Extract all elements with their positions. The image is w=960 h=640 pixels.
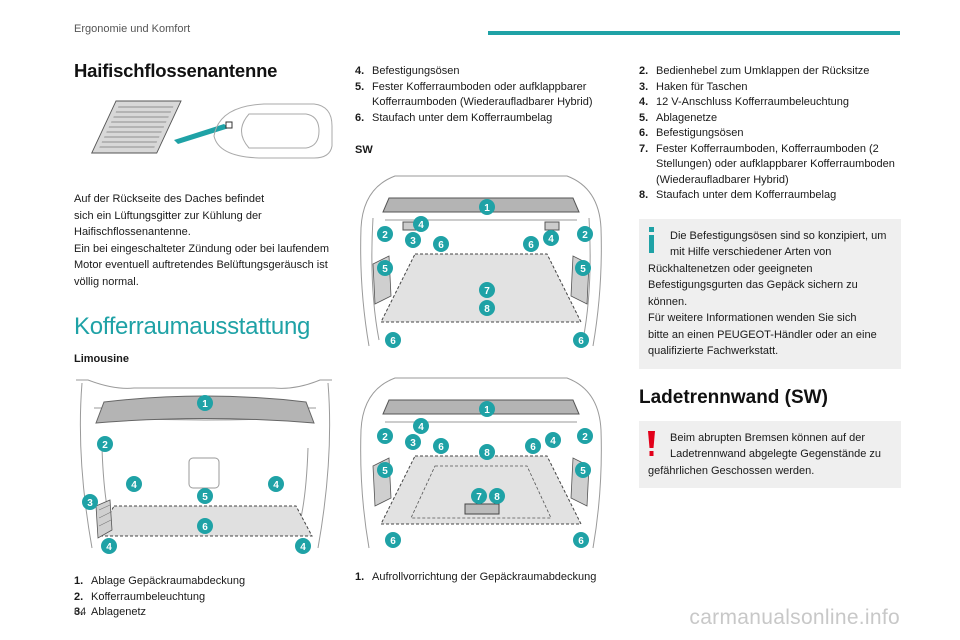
callout-label: 5	[580, 264, 586, 275]
callout-label: 2	[382, 230, 388, 241]
callout-label: 3	[410, 438, 416, 449]
subheading-sw: SW	[355, 144, 373, 156]
title-antenna: Haifischflossenantenne	[74, 60, 278, 81]
callout-label: 5	[580, 466, 586, 477]
callout-label: 6	[438, 240, 444, 251]
title-trunk-equipment: Kofferraumausstattung	[74, 313, 311, 340]
antenna-para-line: Motor eventuell auftretendes Belüftungsg…	[74, 259, 328, 271]
callout-label: 6	[390, 336, 396, 347]
title-load-divider: Ladetrennwand (SW)	[639, 386, 828, 408]
callout-label: 2	[582, 230, 588, 241]
warning-note: Beim abrupten Bremsen können auf der Lad…	[639, 420, 901, 488]
list-item: 1.Ablage Gepäckraumabdeckung	[74, 575, 246, 587]
antenna-para-line: sich ein Lüftungsgitter zur Kühlung der	[74, 209, 262, 222]
column-1: Haifischflossenantenne Auf der Rückseite…	[74, 60, 336, 621]
callout-label: 4	[550, 436, 556, 447]
limousine-trunk-illustration: 1 2 3 4 4 5 6 4 4	[76, 379, 332, 554]
info-line: Die Befestigungsösen sind so konzipiert,…	[670, 229, 887, 242]
antenna-para-line: völlig normal.	[74, 275, 139, 288]
info-line: Für weitere Informationen wenden Sie sic…	[648, 312, 857, 324]
callout-label: 6	[530, 442, 536, 453]
info-line: bitte an einen PEUGEOT-Händler oder an e…	[648, 328, 877, 341]
info-line: Befestigungsgurten das Gepäck sichern zu	[648, 279, 858, 291]
callout-label: 4	[131, 480, 137, 491]
callout-label: 6	[578, 536, 584, 547]
subheading-limousine: Limousine	[74, 353, 130, 365]
list-item: 6.Staufach unter dem Kofferraumbelag	[355, 111, 553, 124]
warning-line: gefährlichen Geschossen werden.	[648, 464, 815, 477]
callout-label: 5	[382, 466, 388, 477]
list-item: 2.Kofferraumbeleuchtung	[74, 590, 206, 603]
callout-label: 1	[484, 203, 490, 214]
callout-label: 2	[582, 432, 588, 443]
page-number: 64	[74, 606, 87, 618]
list-item: 5.Ablagenetze	[639, 111, 718, 124]
callout-label: 2	[102, 440, 108, 451]
callout-label: 4	[418, 220, 424, 231]
info-note: Die Befestigungsösen sind so konzipiert,…	[639, 218, 901, 369]
callout-label: 1	[484, 405, 490, 416]
list-item: 4.Befestigungsösen	[355, 65, 460, 77]
callout-label: 6	[438, 442, 444, 453]
column-2: 4.Befestigungsösen 5.Fester Kofferraumbo…	[355, 64, 617, 586]
info-line: Rückhaltenetzen oder geeigneten	[648, 262, 813, 275]
callout-label: 5	[382, 264, 388, 275]
antenna-illustration	[91, 100, 333, 159]
sw-legend: 1.Aufrollvorrichtung der Gepäckraumabdec…	[355, 570, 617, 586]
watermark: carmanualsonline.info	[689, 606, 900, 629]
callout-label: 8	[484, 304, 490, 315]
callout-label: 4	[548, 234, 554, 245]
info-line: mit Hilfe verschiedener Arten von	[670, 246, 832, 258]
header-accent-bar	[488, 31, 900, 35]
callout-label: 3	[410, 236, 416, 247]
warning-line: Beim abrupten Bremsen können auf der	[670, 431, 866, 444]
list-item: 3.Haken für Taschen	[639, 80, 748, 93]
limousine-legend: 1.Ablage Gepäckraumabdeckung 2.Kofferrau…	[74, 574, 336, 621]
column-3: 2.Bedienhebel zum Umklappen der Rücksitz…	[639, 64, 901, 488]
callout-label: 5	[202, 492, 208, 503]
warning-line: Ladetrennwand abgelegte Gegenstände zu	[670, 448, 882, 460]
list-item: 1.Aufrollvorrichtung der Gepäckraumabdec…	[355, 571, 597, 583]
callout-label: 6	[202, 522, 208, 533]
callout-label: 7	[484, 286, 490, 297]
callout-label: 4	[418, 422, 424, 433]
antenna-para-line: Haifischflossenantenne.	[74, 226, 191, 238]
section-header: Ergonomie und Komfort	[74, 23, 191, 35]
info-line: qualifizierte Fachwerkstatt.	[648, 345, 779, 357]
callout-label: 8	[494, 492, 500, 503]
callout-label: 6	[390, 536, 396, 547]
callout-label: 4	[106, 542, 112, 553]
warning-icon	[648, 430, 655, 456]
info-line: können.	[648, 295, 688, 308]
callout-label: 7	[476, 492, 482, 503]
callout-label: 2	[382, 432, 388, 443]
antenna-para-line: Auf der Rückseite des Daches befindet	[74, 193, 265, 205]
list-item: 3.Ablagenetz	[74, 606, 147, 618]
callout-label: 8	[484, 448, 490, 459]
list-item: 7.Fester Kofferraumboden, Kofferraumbode…	[639, 142, 895, 186]
callout-label: 6	[528, 240, 534, 251]
callout-label: 3	[87, 498, 93, 509]
callout-label: 4	[300, 542, 306, 553]
sw-legend-continued: 2.Bedienhebel zum Umklappen der Rücksitz…	[639, 64, 901, 204]
antenna-para-line: Ein bei eingeschalteter Zündung oder bei…	[74, 242, 330, 255]
callout-label: 4	[273, 480, 279, 491]
list-item: 6.Befestigungsösen	[639, 127, 744, 139]
callout-label: 6	[578, 336, 584, 347]
legend-continued: 4.Befestigungsösen 5.Fester Kofferraumbo…	[355, 64, 617, 126]
info-icon	[649, 226, 654, 253]
sw-trunk-illustration-2: 1 2 3 4 6 8 6 4 2 5 5 7 8 6 6	[360, 377, 602, 549]
list-item: 4.12 V-Anschluss Kofferraumbeleuchtung	[639, 96, 850, 108]
sw-trunk-illustration-1: 1 2 3 4 6 6 4 2 5 5 7 8 6 6	[360, 175, 602, 348]
callout-label: 1	[202, 399, 208, 410]
list-item: 8.Staufach unter dem Kofferraumbelag	[639, 189, 837, 201]
list-item: 5.Fester Kofferraumboden oder aufklappba…	[355, 80, 593, 109]
list-item: 2.Bedienhebel zum Umklappen der Rücksitz…	[639, 65, 870, 77]
